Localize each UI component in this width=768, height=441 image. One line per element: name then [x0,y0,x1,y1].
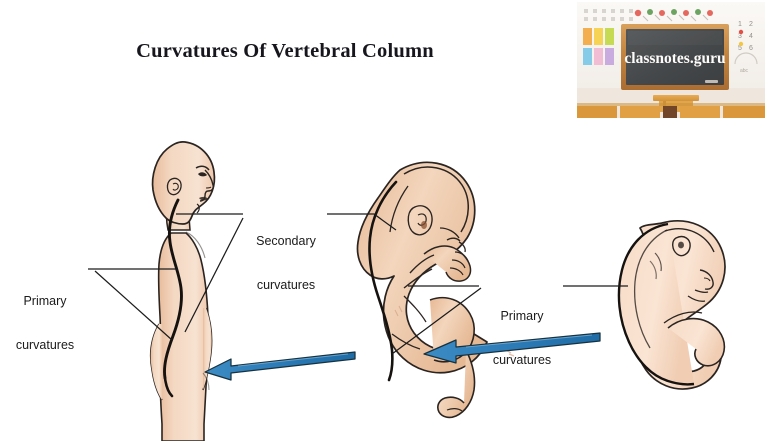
logo-artwork: 12 34 56 abc classnotes.guru [577,2,765,118]
svg-text:1: 1 [738,21,742,28]
label-line-2: curvatures [492,352,552,367]
arrow-fetus-to-adult [204,351,356,381]
svg-text:abc: abc [740,68,749,74]
page-title: Curvatures Of Vertebral Column [136,40,434,62]
label-line-1: Primary [23,294,67,308]
label-line-1: Secondary [256,234,316,248]
svg-text:3: 3 [738,33,742,40]
label-line-2: curvatures [15,337,75,352]
label-primary-curvatures-left: Primary curvatures [2,265,88,381]
arrow-embryo-to-fetus [423,332,601,364]
fetus-figure [356,161,515,419]
adult-figure [149,141,216,441]
svg-text:5: 5 [738,45,742,52]
wall-decor-strip [584,9,713,22]
label-line-2: curvatures [256,277,316,292]
svg-text:6: 6 [749,45,753,52]
embryo-figure [617,220,726,390]
student-desks [577,103,765,118]
label-primary-curvatures-right: Primary curvatures [483,280,561,396]
leader-lines [88,213,628,355]
blackboard-surface [626,29,724,85]
diagram-artwork [0,128,768,441]
vertebral-column-diagram [0,128,768,441]
label-line-1: Primary [500,309,544,323]
svg-text:4: 4 [749,33,753,40]
label-secondary-curvatures: Secondary curvatures [247,205,325,321]
blackboard-text: classnotes.guru [624,50,726,67]
wall-colour-cards [583,28,614,65]
svg-text:2: 2 [749,21,753,28]
